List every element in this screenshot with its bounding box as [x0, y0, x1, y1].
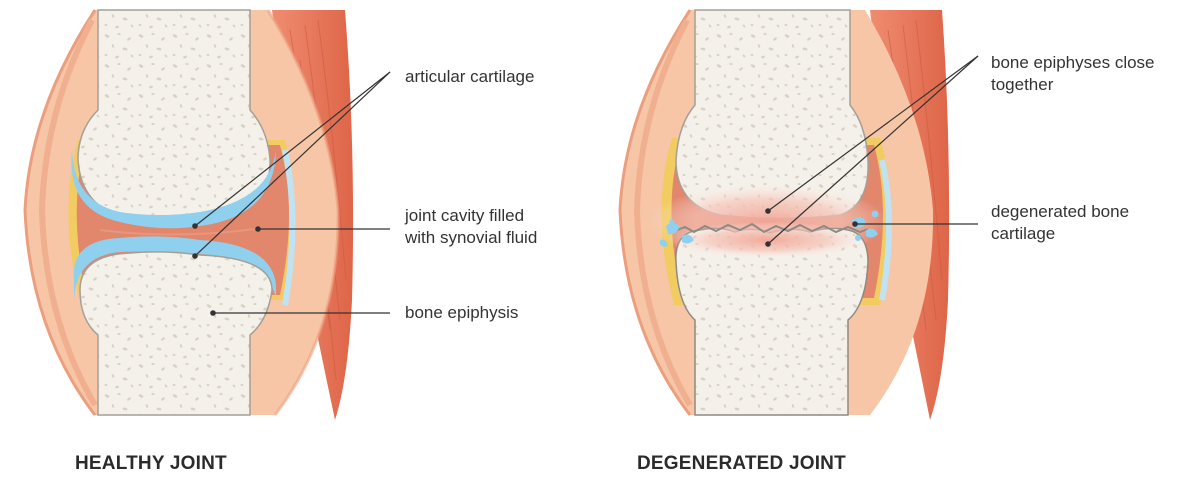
healthy-joint-title: HEALTHY JOINT — [75, 453, 227, 475]
label-degenerated-cartilage: degenerated bone cartilage — [991, 201, 1129, 245]
label-bone-epiphysis: bone epiphysis — [405, 302, 518, 324]
label-joint-cavity: joint cavity filled with synovial fluid — [405, 205, 537, 249]
label-articular-cartilage: articular cartilage — [405, 66, 534, 88]
healthy-lower-bone — [80, 252, 272, 415]
label-epiphyses-close: bone epiphyses close together — [991, 52, 1155, 96]
degenerated-joint-illustration — [620, 10, 978, 420]
degenerated-joint-title: DEGENERATED JOINT — [637, 453, 846, 475]
healthy-joint-illustration — [25, 10, 390, 420]
